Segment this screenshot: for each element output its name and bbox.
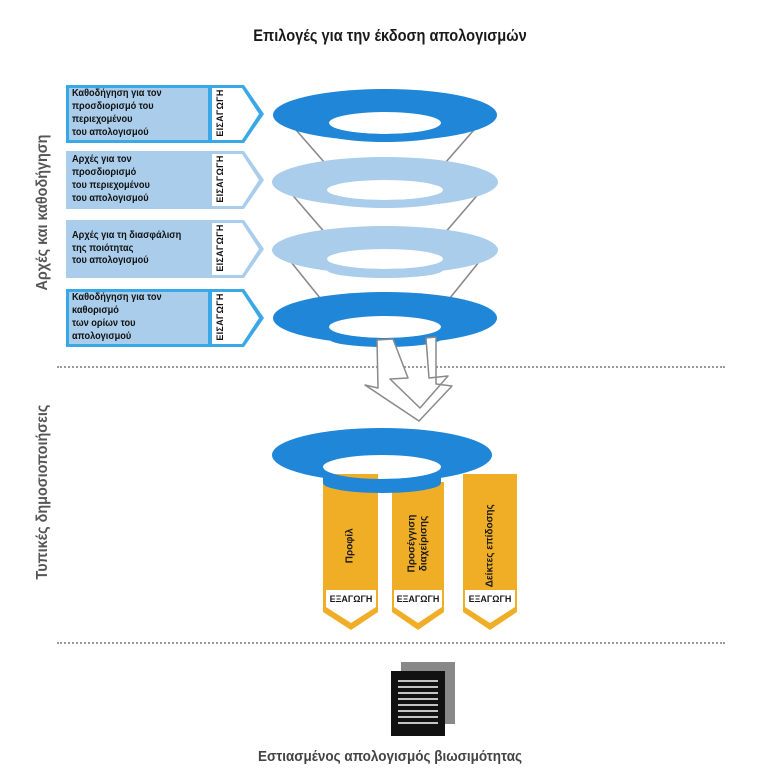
input-tag: ΕΙΣΑΓΩΓΗ — [215, 293, 225, 341]
input-box-3: Αρχές για τη διασφάλιση της ποιότητας το… — [66, 220, 264, 278]
output-ring — [272, 428, 492, 482]
input-text: Αρχές για τον προσδιορισμό του περιεχομέ… — [72, 154, 150, 204]
funnel-ring-1 — [273, 89, 497, 142]
diagram-title: Επιλογές για την έκδοση απολογισμών — [253, 26, 527, 45]
output-label-profile: Προφίλ — [344, 528, 356, 564]
down-arrow-icon — [364, 336, 453, 422]
input-tag: ΕΙΣΑΓΩΓΗ — [215, 155, 225, 203]
input-arrow-shape — [66, 85, 264, 143]
funnel-ring-3 — [272, 226, 498, 278]
input-tag: ΕΙΣΑΓΩΓΗ — [215, 224, 225, 272]
report-caption: Εστιασμένος απολογισμός βιωσιμότητας — [257, 748, 523, 765]
input-arrow-shape — [66, 289, 264, 347]
divider-bottom — [57, 642, 725, 644]
input-box-2: Αρχές για τον προσδιορισμό του περιεχομέ… — [66, 151, 264, 209]
input-box-4: Καθοδήγηση για τον καθορισμό των ορίων τ… — [66, 289, 264, 347]
output-tag-profile: ΕΞΑΓΩΓΗ — [329, 594, 373, 604]
output-tag-performance-indicators: ΕΞΑΓΩΓΗ — [468, 594, 512, 604]
input-arrow-shape — [66, 151, 264, 209]
input-tag: ΕΙΣΑΓΩΓΗ — [215, 89, 225, 137]
funnel-ring-4 — [273, 292, 497, 347]
input-arrow-shape — [66, 220, 264, 278]
output-label-performance-indicators: Δείκτες επίδοσης — [484, 504, 496, 588]
output-tag-management-approach: ΕΞΑΓΩΓΗ — [396, 594, 440, 604]
funnel-ring-2 — [272, 157, 498, 208]
report-document-icon — [391, 662, 455, 736]
input-text: Καθοδήγηση για τον προσδιορισμό του περι… — [72, 88, 162, 138]
output-columns — [323, 474, 517, 630]
input-text: Καθοδήγηση για τον καθορισμό των ορίων τ… — [72, 292, 162, 342]
input-box-1: Καθοδήγηση για τον προσδιορισμό του περι… — [66, 85, 264, 143]
input-text: Αρχές για τη διασφάλιση της ποιότητας το… — [72, 229, 182, 267]
output-label-management-approach: Προσέγγιση διαχείρισης — [406, 514, 430, 573]
